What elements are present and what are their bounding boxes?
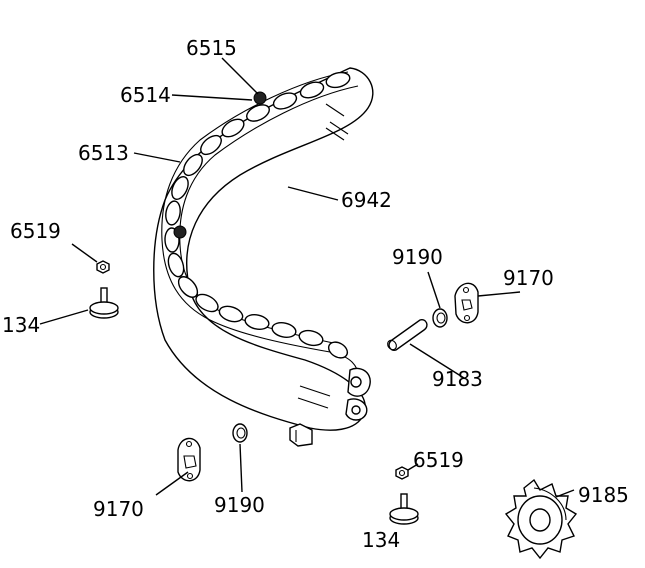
bolt-lower [173, 225, 187, 239]
sprocket-9185 [504, 478, 578, 560]
part-labels: 6515 6514 6513 6942 6519 134 9190 9170 9… [2, 36, 629, 552]
leader-lines [39, 57, 575, 498]
chain-assembly [161, 71, 371, 447]
label-6515: 6515 [186, 36, 237, 60]
label-6514: 6514 [120, 83, 171, 107]
stud-134-bottom [389, 493, 419, 525]
flange-plate-9170-bottom [177, 437, 201, 482]
label-134-bottom: 134 [362, 528, 400, 552]
spacer-9190-bottom [232, 423, 248, 443]
label-9185: 9185 [578, 483, 629, 507]
label-9190-right: 9190 [392, 245, 443, 269]
label-9190-bottom: 9190 [214, 493, 265, 517]
stud-134-left [89, 287, 119, 319]
label-9183: 9183 [432, 367, 483, 391]
hex-nut-6519-bottom [395, 466, 409, 480]
chain-link-row [164, 71, 351, 359]
label-6942: 6942 [341, 188, 392, 212]
curved-guide-plate [153, 67, 374, 431]
spacer-9190-right [432, 308, 448, 328]
label-9170-right: 9170 [503, 266, 554, 290]
pin-9183 [387, 318, 428, 352]
hex-nut-6519-left [96, 260, 110, 274]
label-6513: 6513 [78, 141, 129, 165]
flange-plate-9170-right [454, 282, 479, 324]
label-6519-left: 6519 [10, 219, 61, 243]
bolt-6515 [253, 91, 267, 105]
label-9170-bottom: 9170 [93, 497, 144, 521]
label-134-left: 134 [2, 313, 40, 337]
label-6519-bottom: 6519 [413, 448, 464, 472]
